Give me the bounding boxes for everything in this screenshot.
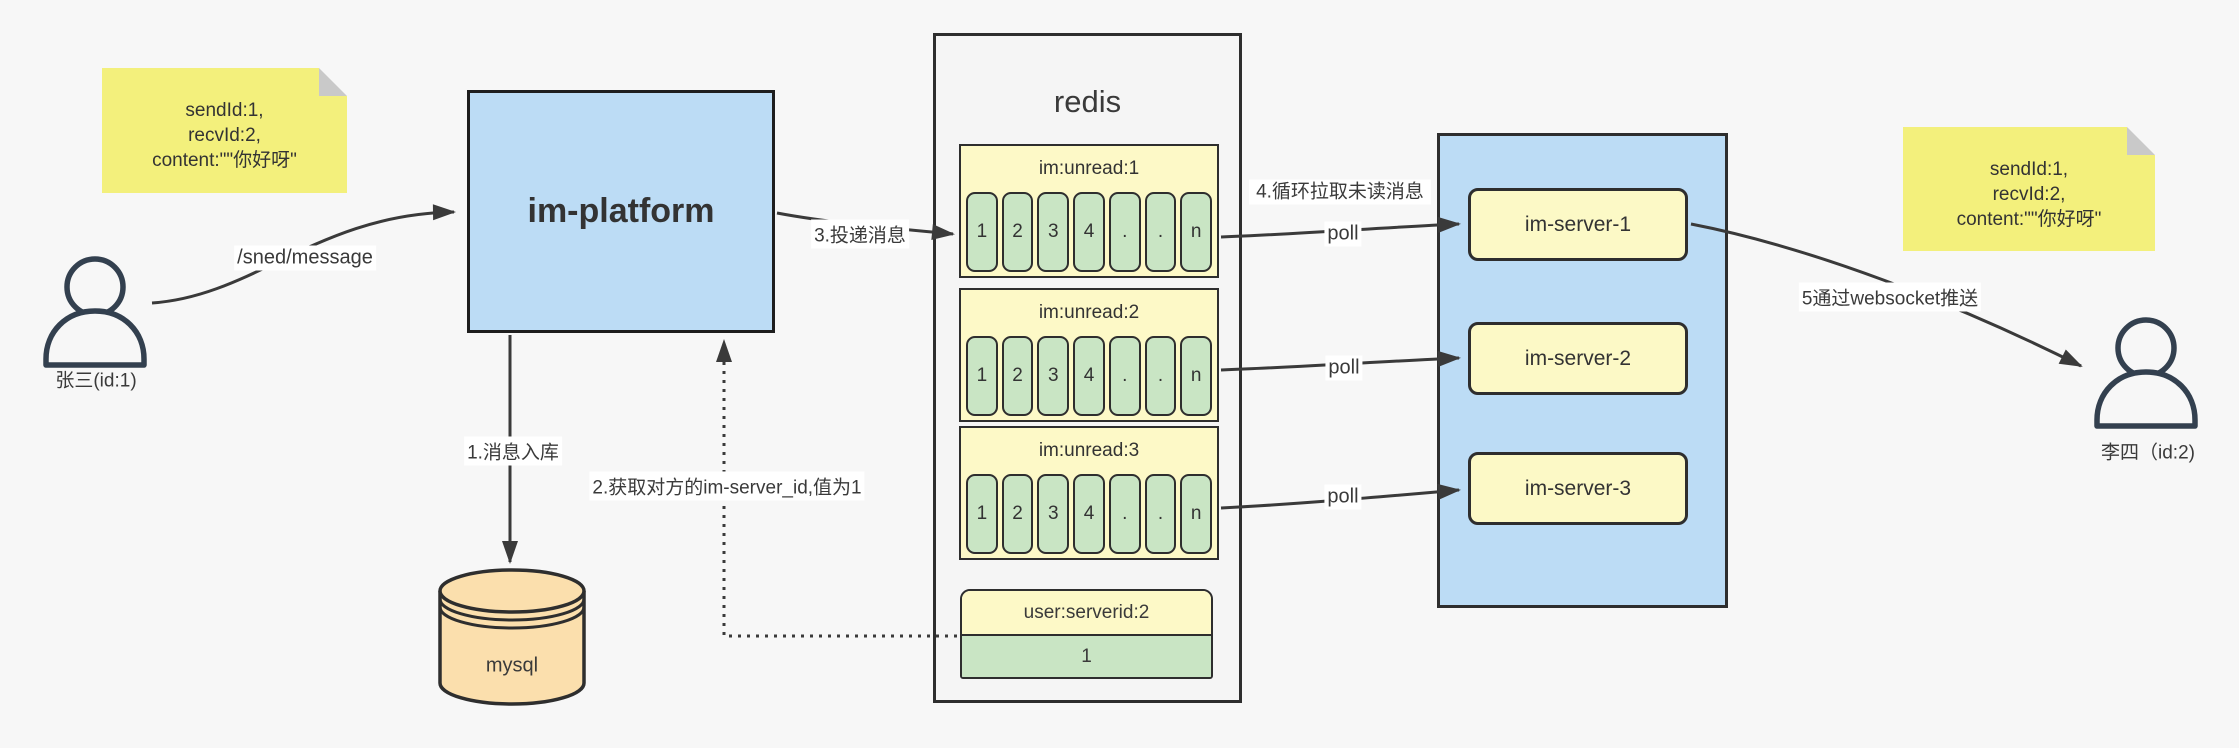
kv-user-serverid: user:serverid:2 1 (960, 589, 1213, 679)
queue-im-unread-2: im:unread:2 1 2 3 4 . . n (959, 288, 1219, 422)
im-server-2-box: im-server-2 (1468, 322, 1688, 395)
im-server-1-label: im-server-1 (1524, 212, 1632, 236)
im-platform-box: im-platform (467, 90, 775, 333)
person-sender-label: 张三(id:1) (55, 370, 137, 392)
label-step3: 3.投递消息 (811, 219, 909, 249)
label-step4: 4.循环拉取未读消息 (1249, 179, 1431, 205)
queue-cell: 2 (1001, 474, 1034, 554)
person-sender-icon (43, 256, 147, 368)
queue-cell: . (1108, 192, 1141, 272)
queue-cell: 2 (1001, 336, 1034, 416)
queue-cell: 3 (1037, 336, 1070, 416)
queue-cell: . (1144, 192, 1177, 272)
label-poll-1: poll (1324, 221, 1362, 247)
queue-cell: . (1144, 336, 1177, 416)
mysql-label: mysql (485, 654, 539, 677)
queue-cell: 1 (966, 192, 998, 272)
label-step1: 1.消息入库 (464, 436, 562, 466)
queue-cell: 4 (1073, 474, 1105, 554)
queue-cell: . (1144, 474, 1177, 554)
queue-cell: 1 (966, 336, 998, 416)
person-receiver-icon (2094, 317, 2198, 429)
im-server-2-label: im-server-2 (1524, 346, 1632, 370)
note-fold-corner (319, 68, 347, 96)
redis-title: redis (1053, 84, 1122, 119)
queue-cells: 1 2 3 4 . . n (961, 474, 1217, 554)
queue-title: im:unread:1 (1038, 158, 1140, 179)
queue-cell: 2 (1001, 192, 1034, 272)
queue-cells: 1 2 3 4 . . n (961, 336, 1217, 416)
queue-im-unread-3: im:unread:3 1 2 3 4 . . n (959, 426, 1219, 560)
label-send-api: /sned/message (234, 245, 376, 271)
queue-cell: . (1108, 474, 1141, 554)
label-step2: 2.获取对方的im-server_id,值为1 (589, 471, 865, 501)
sticky-note-sender: sendId:1, recvId:2, content:""你好呀" (102, 68, 347, 193)
im-platform-label: im-platform (527, 192, 715, 230)
note-fold-corner (2127, 127, 2155, 155)
queue-cell: n (1180, 474, 1213, 554)
queue-cell: 4 (1073, 336, 1105, 416)
queue-title: im:unread:3 (1038, 440, 1140, 461)
label-step5: 5通过websocket推送 (1798, 282, 1982, 312)
im-server-3-label: im-server-3 (1524, 476, 1632, 500)
note-line: recvId:2, (1992, 184, 2066, 205)
note-line: sendId:1, (1989, 159, 2069, 180)
im-server-3-box: im-server-3 (1468, 452, 1688, 525)
queue-cells: 1 2 3 4 . . n (961, 192, 1217, 272)
queue-cell: 1 (966, 474, 998, 554)
im-server-1-box: im-server-1 (1468, 188, 1688, 261)
queue-cell: 3 (1037, 192, 1070, 272)
queue-cell: n (1180, 192, 1213, 272)
mysql-cylinder-icon (438, 568, 586, 706)
sticky-note-receiver: sendId:1, recvId:2, content:""你好呀" (1903, 127, 2155, 251)
queue-title: im:unread:2 (1038, 302, 1140, 323)
label-poll-2: poll (1325, 355, 1363, 381)
note-line: content:""你好呀" (152, 150, 297, 171)
queue-cell: . (1108, 336, 1141, 416)
note-line: content:""你好呀" (1956, 209, 2102, 230)
note-line: sendId:1, (185, 100, 264, 121)
kv-key: user:serverid:2 (962, 591, 1211, 636)
note-line: recvId:2, (188, 125, 261, 146)
queue-cell: 4 (1073, 192, 1105, 272)
queue-im-unread-1: im:unread:1 1 2 3 4 . . n (959, 144, 1219, 278)
queue-cell: 3 (1037, 474, 1070, 554)
label-poll-3: poll (1324, 484, 1362, 510)
kv-value: 1 (962, 636, 1211, 677)
queue-cell: n (1180, 336, 1213, 416)
person-receiver-label: 李四（id:2) (2101, 442, 2195, 464)
